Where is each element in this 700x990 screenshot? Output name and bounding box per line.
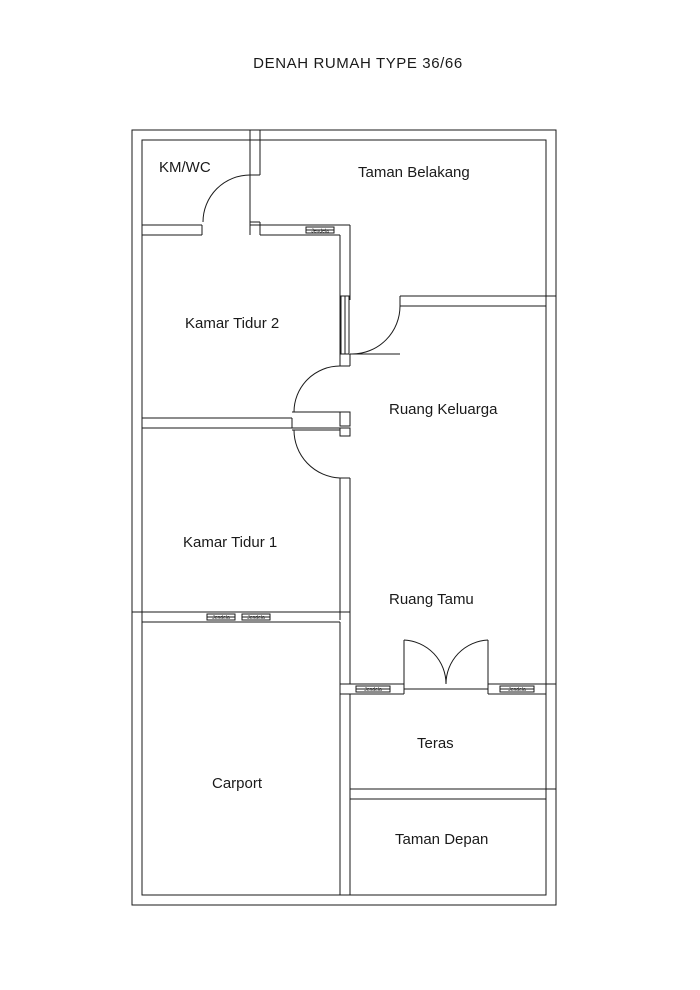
room-label-ruang-tamu: Ruang Tamu [389, 591, 474, 608]
room-label-km-wc: KM/WC [159, 159, 211, 176]
plan-title: DENAH RUMAH TYPE 36/66 [253, 55, 463, 72]
window-label: Jendela [508, 687, 526, 693]
window-label: Jendela [247, 615, 265, 621]
room-label-kamar-tidur-2: Kamar Tidur 2 [185, 315, 279, 332]
room-label-teras: Teras [417, 735, 454, 752]
room-label-taman-belakang: Taman Belakang [358, 164, 470, 181]
room-label-carport: Carport [212, 775, 263, 792]
room-label-kamar-tidur-1: Kamar Tidur 1 [183, 534, 277, 551]
outer-walls [131, 129, 557, 906]
window-label: Jendela [364, 687, 382, 693]
door-swings [202, 174, 489, 685]
room-label-ruang-keluarga: Ruang Keluarga [389, 401, 498, 418]
window-label: Jendela [212, 615, 230, 621]
interior-walls [132, 130, 556, 895]
room-label-taman-depan: Taman Depan [395, 831, 488, 848]
window-label: Jendela [311, 229, 329, 235]
